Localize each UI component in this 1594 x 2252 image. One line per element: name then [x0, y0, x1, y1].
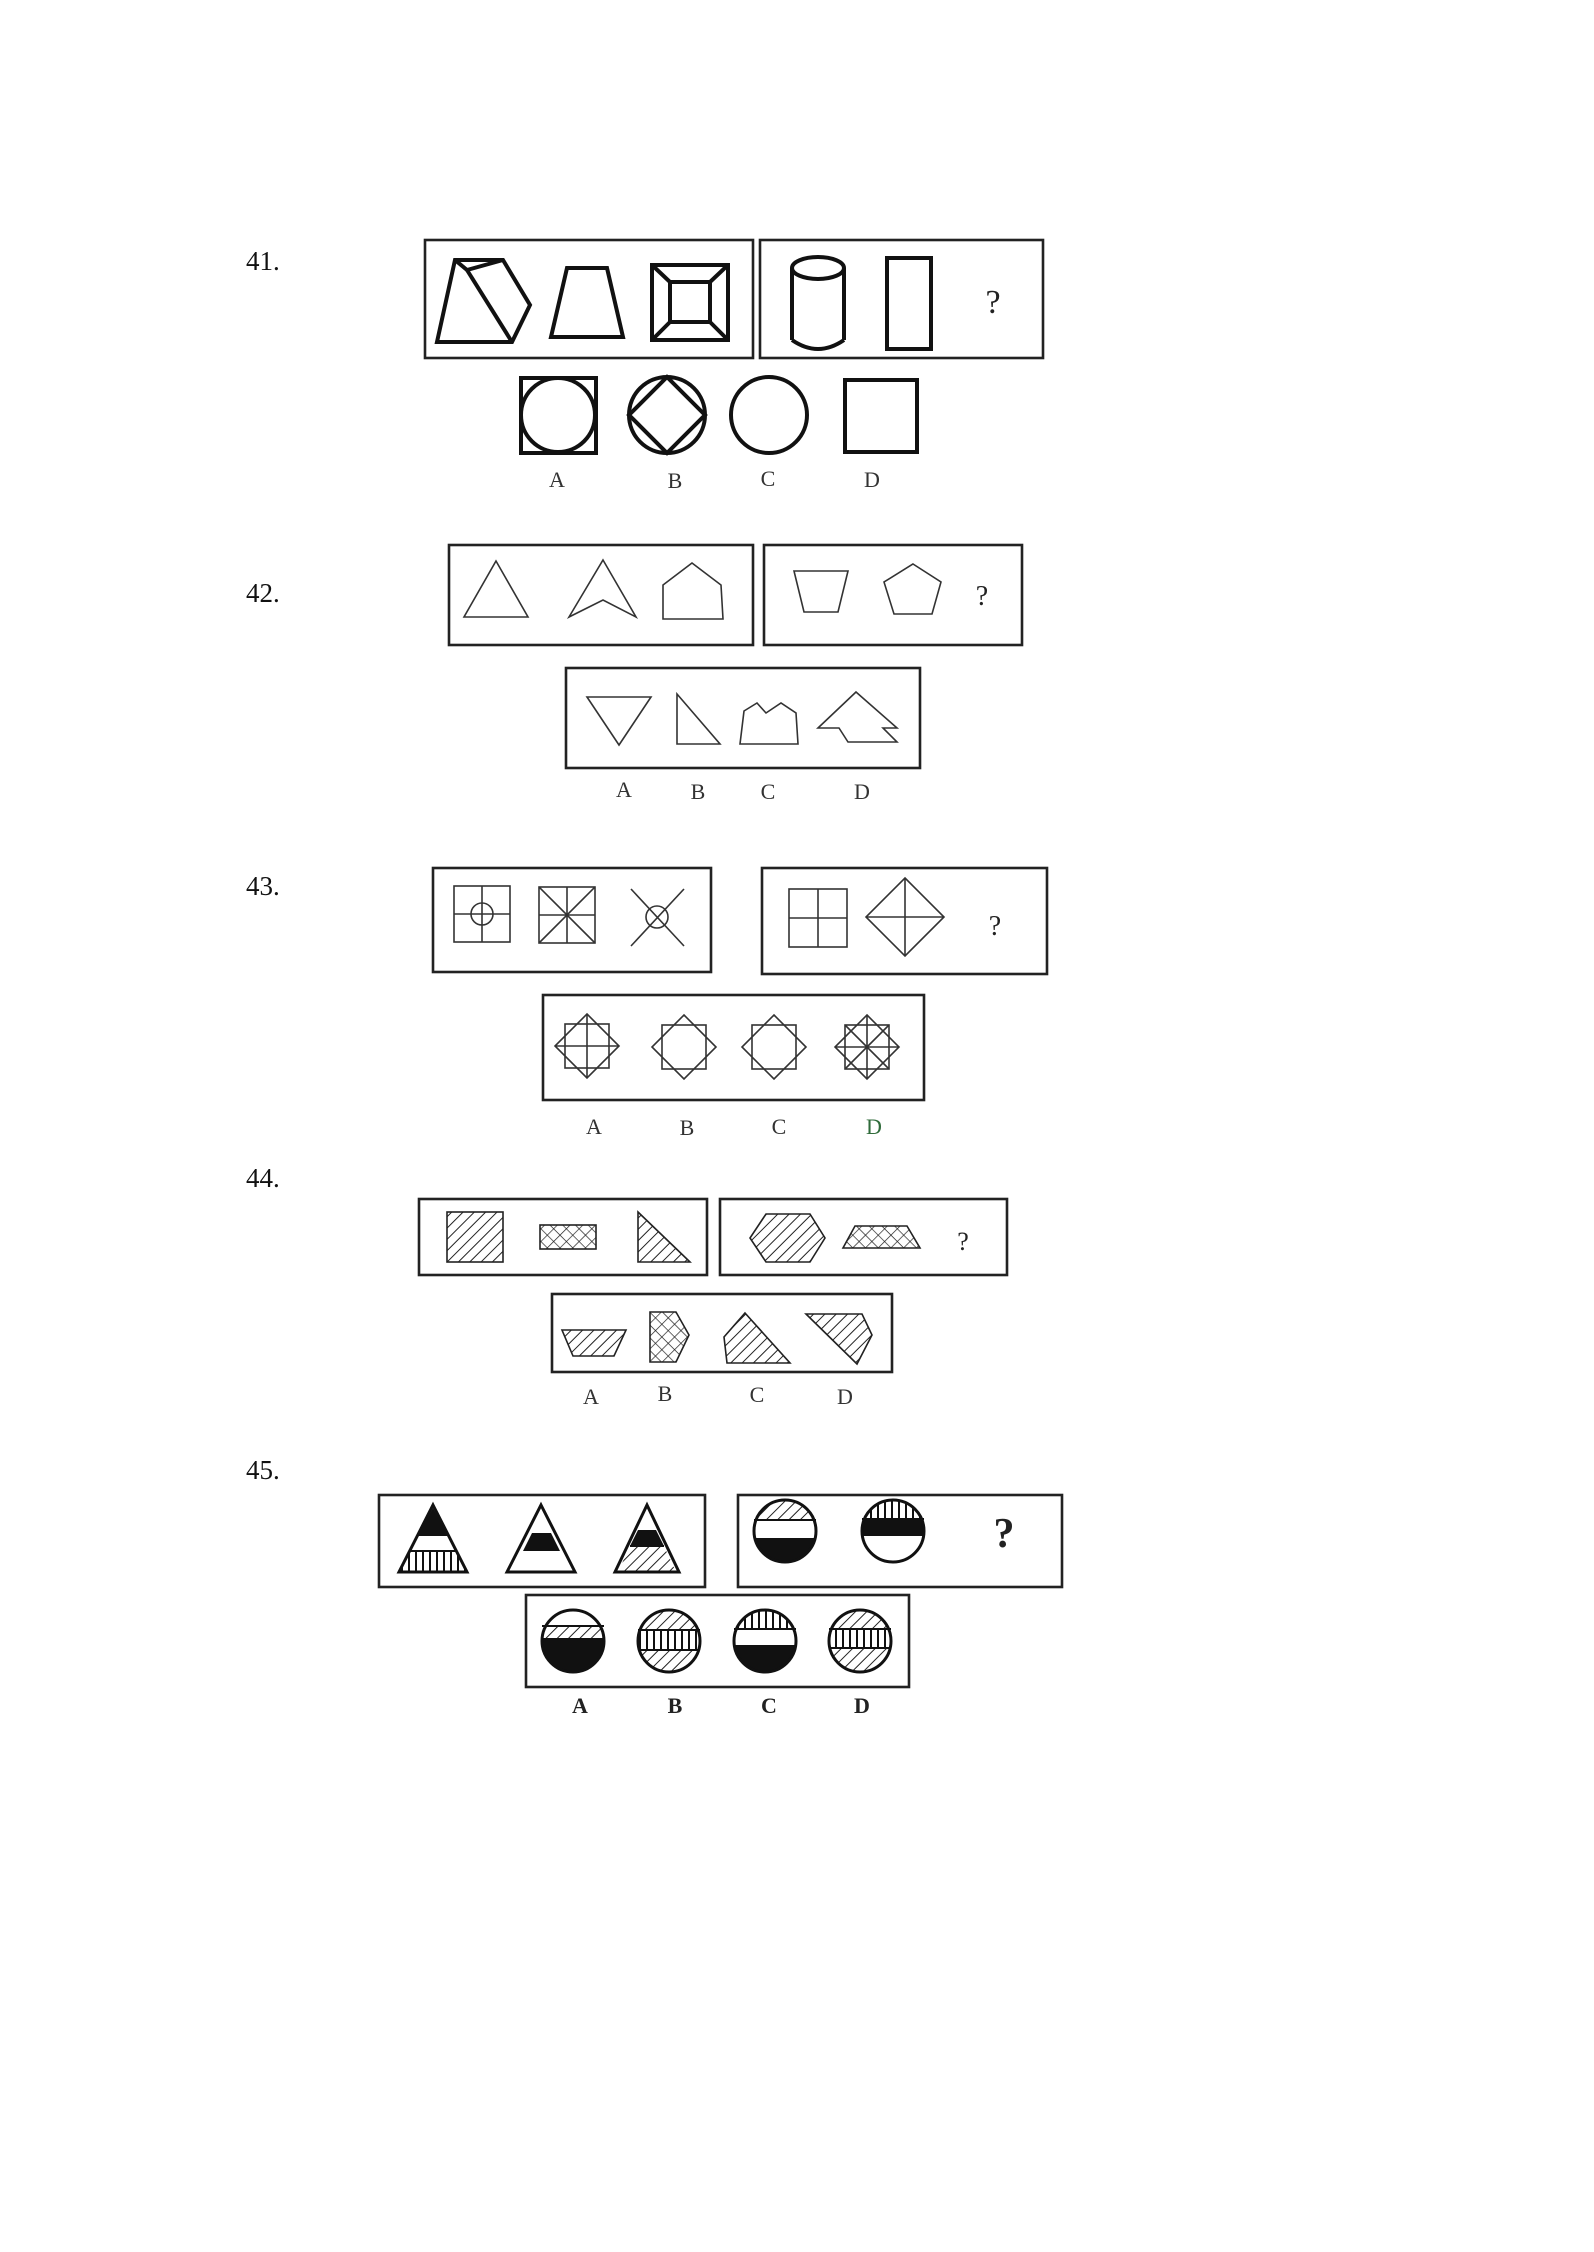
- q44-crosshatched-rect-icon: [539, 1224, 597, 1250]
- q44-option-c-figure: [723, 1311, 792, 1364]
- q45-option-c-circle: [732, 1608, 798, 1674]
- q44-options-box: [550, 1292, 894, 1374]
- question-number-41: 41.: [246, 246, 280, 276]
- q45-circle-2-icon: [860, 1498, 926, 1564]
- q43-option-b-figure: [650, 1013, 718, 1081]
- q42-question-mark: ?: [976, 581, 988, 612]
- q45-option-a-label: A: [572, 1693, 588, 1718]
- q42-triangle-icon: [462, 559, 530, 618]
- q45-triangle-2-icon: [504, 1501, 578, 1574]
- q42-options-box: [564, 666, 922, 770]
- q41-rectangle-icon: [885, 256, 933, 351]
- q41-option-c-label: C: [761, 466, 776, 491]
- q44-question-mark: ?: [957, 1227, 969, 1256]
- q43-option-d-figure: [833, 1013, 901, 1081]
- q45-question-mark: ?: [994, 1511, 1015, 1557]
- q44-crosshatched-trapezoid-icon: [841, 1225, 922, 1249]
- q44-option-d-label: D: [837, 1384, 853, 1409]
- q42-option-d-figure: [815, 690, 900, 743]
- q43-option-c-figure: [740, 1013, 808, 1081]
- q45-circle-1-icon: [752, 1498, 818, 1564]
- q44-option-b-label: B: [658, 1381, 673, 1406]
- q44-option-c-label: C: [750, 1382, 765, 1407]
- q45-triangle-3-icon: [612, 1501, 682, 1574]
- q41-question-mark: ?: [985, 284, 1000, 321]
- q41-option-a-label: A: [549, 467, 565, 492]
- q42-option-a-label: A: [616, 777, 632, 802]
- q42-option-b-figure: [676, 691, 722, 745]
- q43-figure: ? A B C D: [431, 866, 1049, 1140]
- q45-option-d-circle: [827, 1608, 893, 1674]
- q42-pentagon-icon: [883, 563, 942, 615]
- q43-option-a-figure: [553, 1012, 621, 1080]
- q41-option-a-figure: [519, 376, 598, 455]
- q41-cylinder-icon: [790, 255, 846, 351]
- question-number-44: 44.: [246, 1163, 280, 1193]
- q42-figure: ? A B C D: [447, 543, 1024, 804]
- q43-option-d-label: D: [866, 1114, 882, 1139]
- q41-option-b-figure: [626, 374, 708, 456]
- q43-options-box: [541, 993, 926, 1102]
- q45-question-box-2: [736, 1493, 1064, 1589]
- q45-options-box: [524, 1593, 911, 1689]
- q44-figure: ? A B C D: [417, 1197, 1009, 1409]
- question-number-42: 42.: [246, 578, 280, 608]
- q45-question-box-1: [377, 1493, 707, 1589]
- q45-option-b-label: B: [668, 1693, 683, 1718]
- q41-option-d-label: D: [864, 467, 880, 492]
- q42-house-icon: [662, 561, 724, 620]
- q45-option-b-circle: [636, 1608, 702, 1674]
- q41-figure: ? A B C D: [423, 238, 1045, 493]
- q43-x-circle-icon: [630, 888, 685, 947]
- q42-question-box-1: [447, 543, 755, 647]
- q41-frustum-icon: [434, 258, 533, 344]
- q43-question-mark: ?: [989, 911, 1001, 942]
- question-number-43: 43.: [246, 871, 280, 901]
- q42-option-d-label: D: [854, 779, 870, 804]
- q42-option-c-figure: [739, 701, 799, 745]
- q42-question-box-2: [762, 543, 1024, 647]
- q45-option-c-label: C: [761, 1693, 777, 1718]
- q44-option-d-figure: [804, 1313, 873, 1366]
- q41-option-b-label: B: [668, 468, 683, 493]
- q42-arrowhead-icon: [566, 558, 639, 619]
- q43-square-star-icon: [538, 886, 596, 944]
- q41-pyramid-topview-icon: [650, 263, 730, 342]
- q43-square-circle-cross-icon: [453, 885, 511, 943]
- q43-option-b-label: B: [680, 1115, 695, 1140]
- q42-option-a-figure: [585, 696, 653, 747]
- q44-hatched-triangle-icon: [637, 1210, 692, 1263]
- q43-option-a-label: A: [586, 1114, 602, 1139]
- q44-option-b-figure: [649, 1311, 690, 1363]
- q42-trapezoid-icon: [792, 570, 850, 613]
- q42-option-b-label: B: [691, 779, 706, 804]
- q44-question-box-1: [417, 1197, 709, 1277]
- q44-option-a-figure: [560, 1329, 628, 1357]
- question-number-45: 45.: [246, 1455, 280, 1485]
- q41-question-box-1: [423, 238, 755, 360]
- q41-option-c-figure: [729, 375, 809, 455]
- q45-triangle-1-icon: [396, 1501, 470, 1574]
- q43-question-box-2: [760, 866, 1049, 976]
- q43-question-box-1: [431, 866, 713, 974]
- q44-question-box-2: [718, 1197, 1009, 1277]
- q44-hatched-hexagon-icon: [749, 1213, 826, 1263]
- q42-option-c-label: C: [761, 779, 776, 804]
- q43-square-grid-icon: [788, 888, 848, 948]
- q44-hatched-square-icon: [446, 1211, 504, 1263]
- q45-option-a-circle: [540, 1608, 606, 1674]
- q43-diamond-cross-icon: [864, 876, 946, 958]
- q41-trapezoid-icon: [548, 266, 626, 339]
- q41-option-d-figure: [843, 378, 919, 454]
- q45-option-d-label: D: [854, 1693, 870, 1718]
- q45-figure: ?: [377, 1493, 1064, 1689]
- q41-question-box-2: [758, 238, 1045, 360]
- q43-option-c-label: C: [772, 1114, 787, 1139]
- q44-option-a-label: A: [583, 1384, 599, 1409]
